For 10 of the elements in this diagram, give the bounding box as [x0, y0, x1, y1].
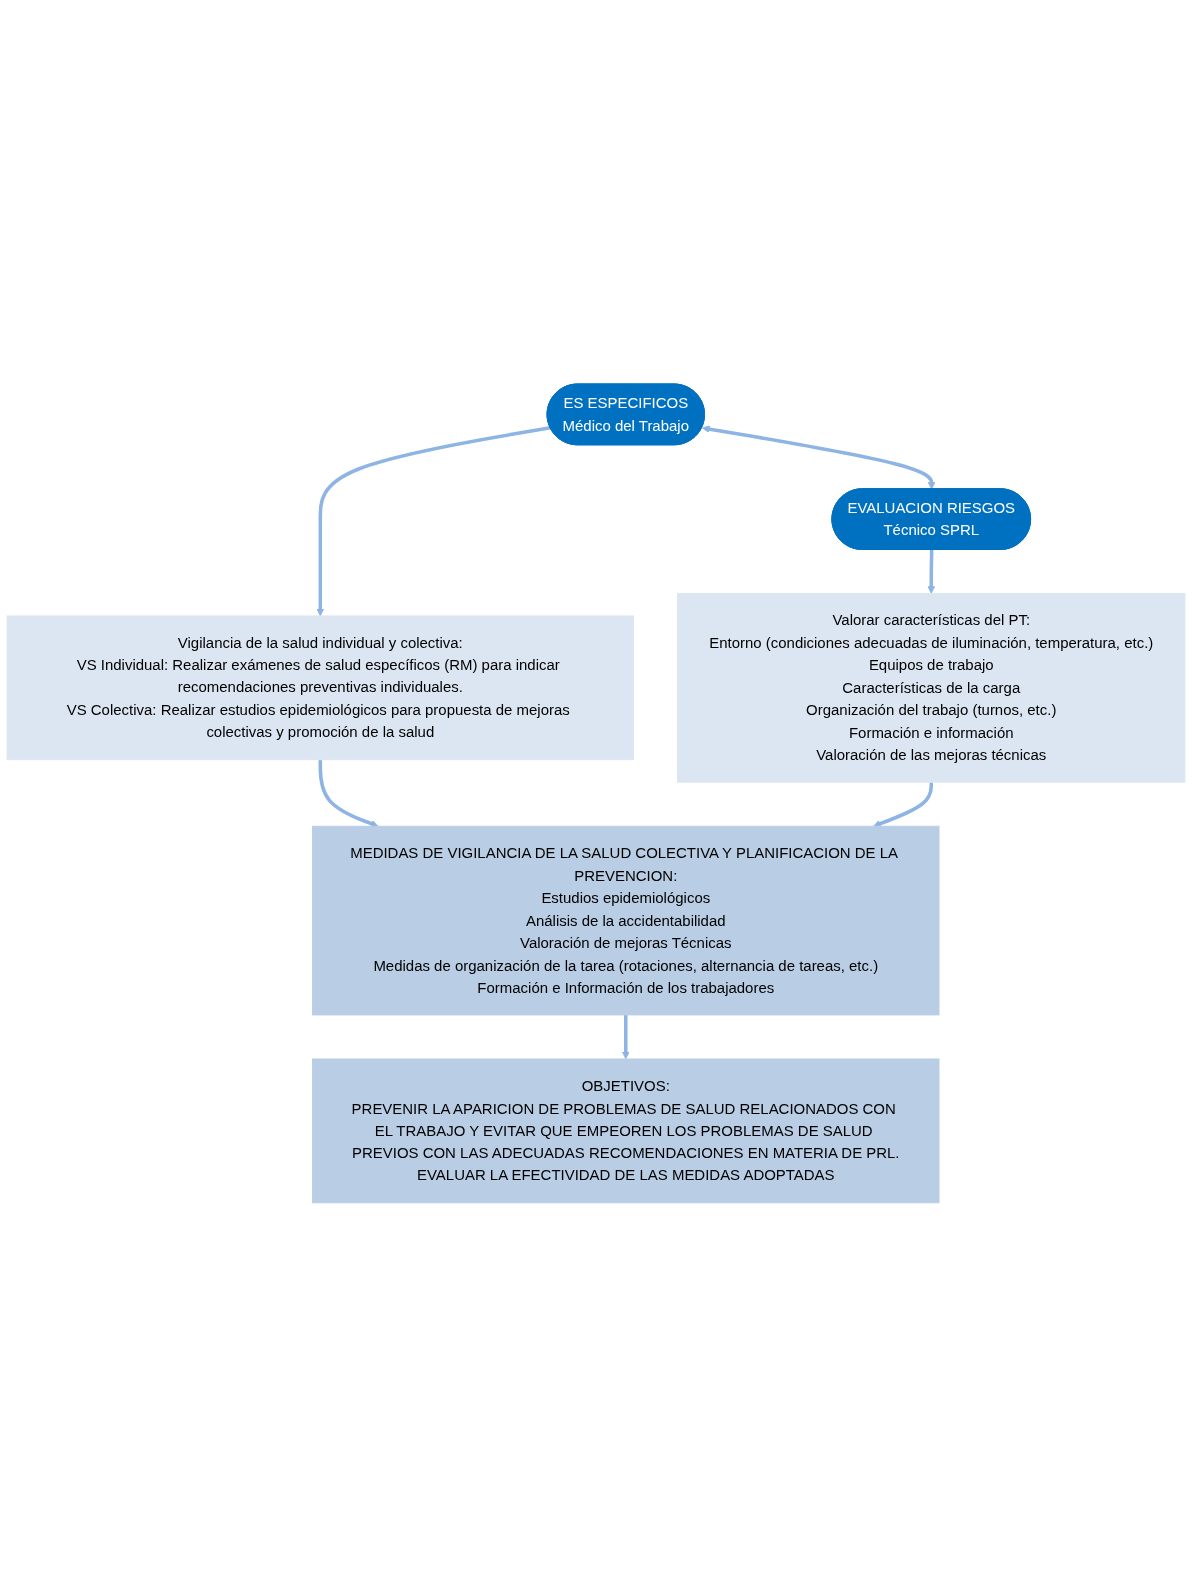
node-box: MEDIDAS DE VIGILANCIA DE LA SALUD COLECTIVA Y PLANIFICACION DE LA PREVENCION: Estudios epidemiológicos Análisis de la accidentabilidad Valoración de mejoras Técnicas Medidas de organización de la tarea (rotaciones, alternancia de tareas, etc.) Formación e Información de los trabajadores — [312, 825, 940, 1015]
arrow — [316, 425, 551, 616]
arrow — [873, 781, 933, 827]
arrow — [702, 424, 936, 490]
arrow — [621, 1014, 630, 1059]
arrow — [927, 549, 936, 594]
node-box: OBJETIVOS: PREVENIR LA APARICION DE PROBLEMAS DE SALUD RELACIONADOS CON EL TRABAJO Y EVITAR QUE EMPEOREN LOS PROBLEMAS DE SALUD PREVIOS CON LAS ADECUADAS RECOMENDACIONES EN MATERIA DE PRL. EVALUAR LA EFECTIVIDAD DE LAS MEDIDAS ADOPTADAS — [312, 1058, 940, 1203]
arrow — [318, 759, 379, 827]
node-box: Vigilancia de la salud individual y colectiva: VS Individual: Realizar exámenes de salud específicos (RM) para indicar recomendaciones preventivas individuales. VS Colectiva: Realizar estudios epidemiológicos para propuesta de mejoras colectivas y promoción de la salud — [6, 615, 634, 760]
node-box: Valorar características del PT: Entorno (condiciones adecuadas de iluminación, temperatura, etc.) Equipos de trabajo Características de la carga Organización del trabajo (turnos, etc.) Formación e información Valoración de las mejoras técnicas — [677, 592, 1186, 783]
